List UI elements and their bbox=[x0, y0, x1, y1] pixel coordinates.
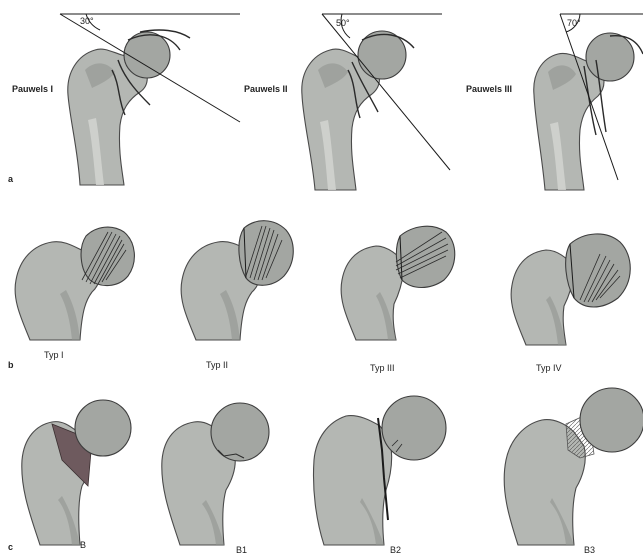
label-pauwels-ii: Pauwels II bbox=[244, 84, 288, 94]
angle-label-pauwels-iii: 70° bbox=[567, 18, 581, 28]
panel-letter-a: a bbox=[8, 174, 14, 184]
pauwels-i-illustration bbox=[60, 14, 240, 185]
label-b2: B2 bbox=[390, 545, 401, 554]
label-pauwels-iii: Pauwels III bbox=[466, 84, 512, 94]
label-typ-iii: Typ III bbox=[370, 363, 395, 373]
label-pauwels-i: Pauwels I bbox=[12, 84, 53, 94]
label-typ-ii: Typ II bbox=[206, 360, 228, 370]
typ-iv-illustration bbox=[511, 234, 630, 345]
label-b3: B3 bbox=[584, 545, 595, 554]
label-b: B bbox=[80, 540, 86, 550]
angle-label-pauwels-i: 30° bbox=[80, 16, 94, 26]
typ-i-illustration bbox=[15, 227, 134, 340]
label-typ-i: Typ I bbox=[44, 350, 64, 360]
pauwels-iii-illustration bbox=[534, 14, 643, 190]
label-typ-iv: Typ IV bbox=[536, 363, 562, 373]
typ-ii-illustration bbox=[181, 221, 293, 340]
typ-iii-illustration bbox=[341, 226, 455, 340]
label-b1: B1 bbox=[236, 545, 247, 554]
angle-label-pauwels-ii: 50° bbox=[336, 18, 350, 28]
pauwels-ii-illustration bbox=[302, 14, 450, 190]
panel-letter-c: c bbox=[8, 542, 13, 552]
b2-illustration bbox=[313, 396, 446, 545]
b-illustration bbox=[22, 400, 131, 545]
b1-illustration bbox=[162, 403, 269, 545]
panel-letter-b: b bbox=[8, 360, 14, 370]
b3-illustration bbox=[504, 388, 643, 545]
